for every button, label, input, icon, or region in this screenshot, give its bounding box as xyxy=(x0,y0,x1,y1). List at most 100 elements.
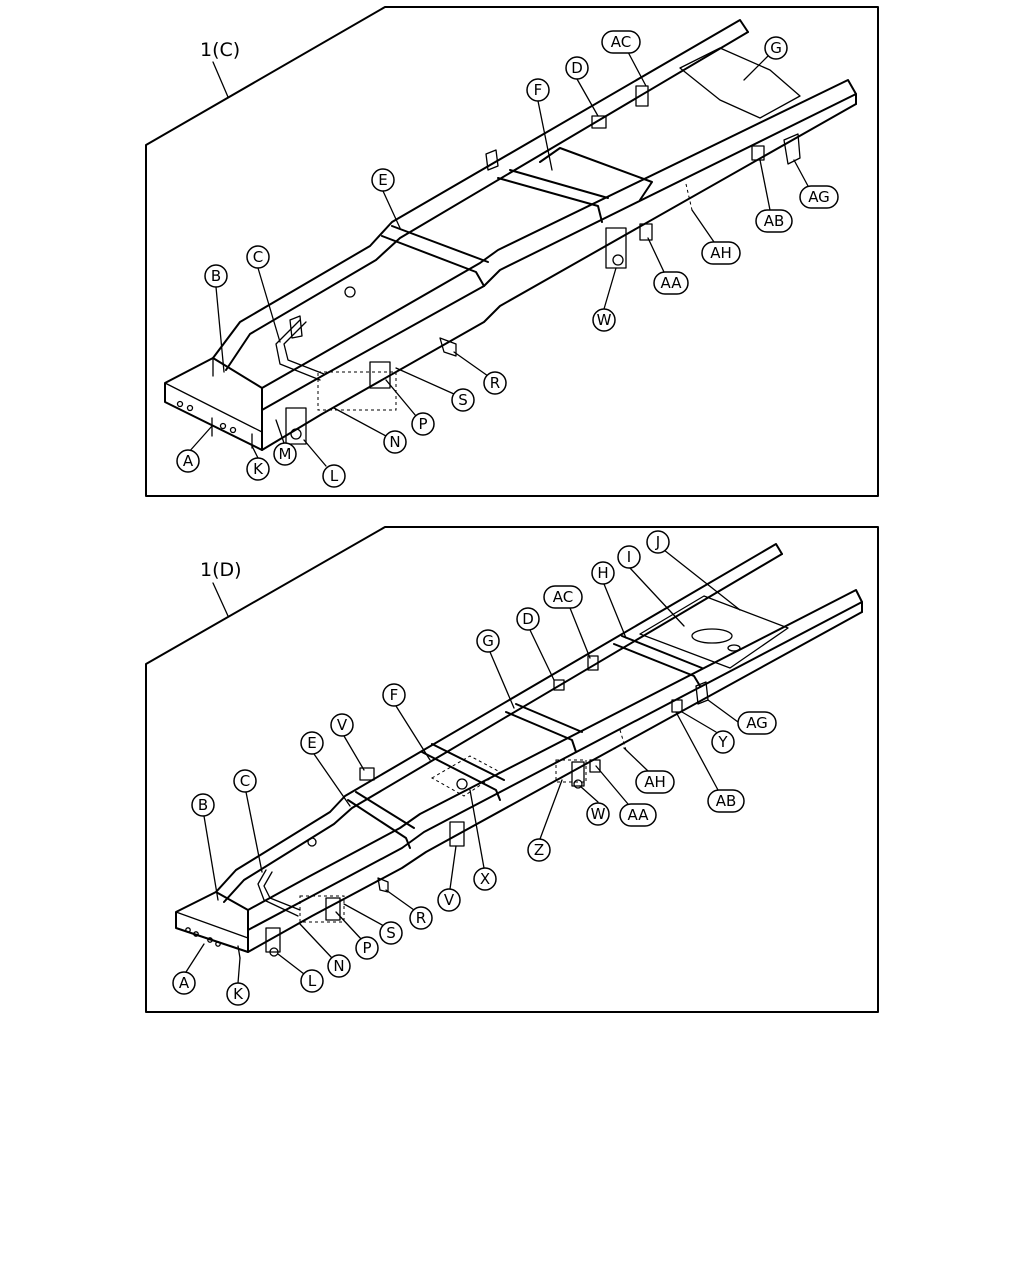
svg-text:W: W xyxy=(597,311,612,329)
svg-text:N: N xyxy=(389,433,400,451)
svg-text:L: L xyxy=(308,972,317,990)
panel-1d-border xyxy=(145,526,879,1013)
callout-c: C xyxy=(233,769,263,873)
panel-1d: 1(D) xyxy=(145,526,879,1013)
callout-f: F xyxy=(526,78,553,171)
callout-w: W xyxy=(579,785,610,826)
callout-w: W xyxy=(592,267,617,332)
callout-z: Z xyxy=(527,779,563,862)
callout-ab: AB xyxy=(675,711,745,813)
callout-b: B xyxy=(204,264,228,373)
callout-ac: AC xyxy=(601,30,647,87)
svg-text:AA: AA xyxy=(661,274,683,292)
svg-text:R: R xyxy=(490,374,500,392)
svg-text:J: J xyxy=(655,533,660,551)
svg-text:C: C xyxy=(240,772,250,790)
callout-i: I xyxy=(617,545,685,627)
callout-ag: AG xyxy=(707,699,777,735)
svg-text:F: F xyxy=(534,81,543,99)
callout-ac: AC xyxy=(543,585,591,659)
svg-text:AC: AC xyxy=(553,588,573,606)
svg-text:H: H xyxy=(597,564,608,582)
svg-text:G: G xyxy=(482,632,494,650)
callout-c: C xyxy=(246,245,281,343)
callout-b: B xyxy=(191,793,219,901)
callout-a: A xyxy=(176,425,213,473)
callout-x: X xyxy=(469,789,497,891)
callout-a: A xyxy=(172,943,205,995)
panel-1c-label: 1(C) xyxy=(200,39,240,61)
svg-text:E: E xyxy=(307,734,316,752)
svg-text:Z: Z xyxy=(534,841,544,859)
callout-aa: AA xyxy=(595,765,657,827)
callout-l: L xyxy=(277,953,324,993)
svg-text:G: G xyxy=(770,39,782,57)
panel-1c: 1(C) xyxy=(145,6,879,497)
svg-text:D: D xyxy=(571,59,583,77)
svg-text:S: S xyxy=(386,924,396,942)
svg-text:E: E xyxy=(378,171,387,189)
callout-d: D xyxy=(516,607,555,681)
svg-text:B: B xyxy=(211,267,221,285)
callout-ah: AH xyxy=(623,747,675,794)
svg-text:F: F xyxy=(390,686,399,704)
callout-j: J xyxy=(646,530,741,611)
svg-text:V: V xyxy=(337,716,348,734)
svg-text:S: S xyxy=(458,391,468,409)
callout-l: L xyxy=(303,439,346,488)
callout-n: N xyxy=(299,923,351,978)
svg-text:D: D xyxy=(522,610,534,628)
callout-p: P xyxy=(335,911,379,960)
callout-r: R xyxy=(385,889,433,930)
callout-h: H xyxy=(591,561,627,639)
svg-text:M: M xyxy=(279,445,292,463)
callout-e: E xyxy=(371,168,401,229)
callout-d: D xyxy=(565,56,599,117)
callout-e: E xyxy=(300,731,351,807)
svg-text:P: P xyxy=(418,415,427,433)
svg-text:L: L xyxy=(330,467,339,485)
svg-text:AG: AG xyxy=(808,188,830,206)
callout-ah: AH xyxy=(691,209,741,265)
svg-text:P: P xyxy=(362,939,371,957)
svg-text:B: B xyxy=(198,796,208,814)
svg-text:C: C xyxy=(253,248,263,266)
callout-ag: AG xyxy=(793,159,839,209)
svg-text:AB: AB xyxy=(764,212,785,230)
svg-text:A: A xyxy=(179,974,190,992)
svg-text:R: R xyxy=(416,909,426,927)
callout-r: R xyxy=(453,351,507,395)
callout-g: G xyxy=(743,36,788,81)
svg-text:N: N xyxy=(333,957,344,975)
chassis-frame-drawing-1d xyxy=(175,543,863,959)
callout-g: G xyxy=(476,629,515,709)
callout-n: N xyxy=(333,407,407,454)
callout-v-lower: V xyxy=(437,845,461,912)
callout-f: F xyxy=(382,683,431,761)
svg-text:K: K xyxy=(253,460,264,478)
callout-v-upper: V xyxy=(330,713,365,771)
svg-text:AH: AH xyxy=(644,773,666,791)
callout-s: S xyxy=(395,367,475,412)
callout-aa: AA xyxy=(647,237,689,295)
svg-text:I: I xyxy=(627,548,631,566)
svg-text:A: A xyxy=(183,452,194,470)
callout-y: Y xyxy=(681,711,735,754)
panel-1c-border xyxy=(145,6,879,497)
chassis-frame-drawing-1c xyxy=(164,19,857,451)
svg-text:AB: AB xyxy=(716,792,737,810)
callout-k: K xyxy=(246,445,270,481)
svg-text:AG: AG xyxy=(746,714,768,732)
callout-s: S xyxy=(343,903,403,945)
svg-text:Y: Y xyxy=(717,733,728,751)
svg-text:V: V xyxy=(444,891,455,909)
svg-text:X: X xyxy=(480,870,490,888)
callout-k: K xyxy=(226,957,250,1006)
callout-p: P xyxy=(385,379,435,436)
svg-text:K: K xyxy=(233,985,244,1003)
svg-text:AH: AH xyxy=(710,244,732,262)
panel-1d-label: 1(D) xyxy=(200,559,242,581)
svg-text:AC: AC xyxy=(611,33,631,51)
svg-text:W: W xyxy=(591,805,606,823)
